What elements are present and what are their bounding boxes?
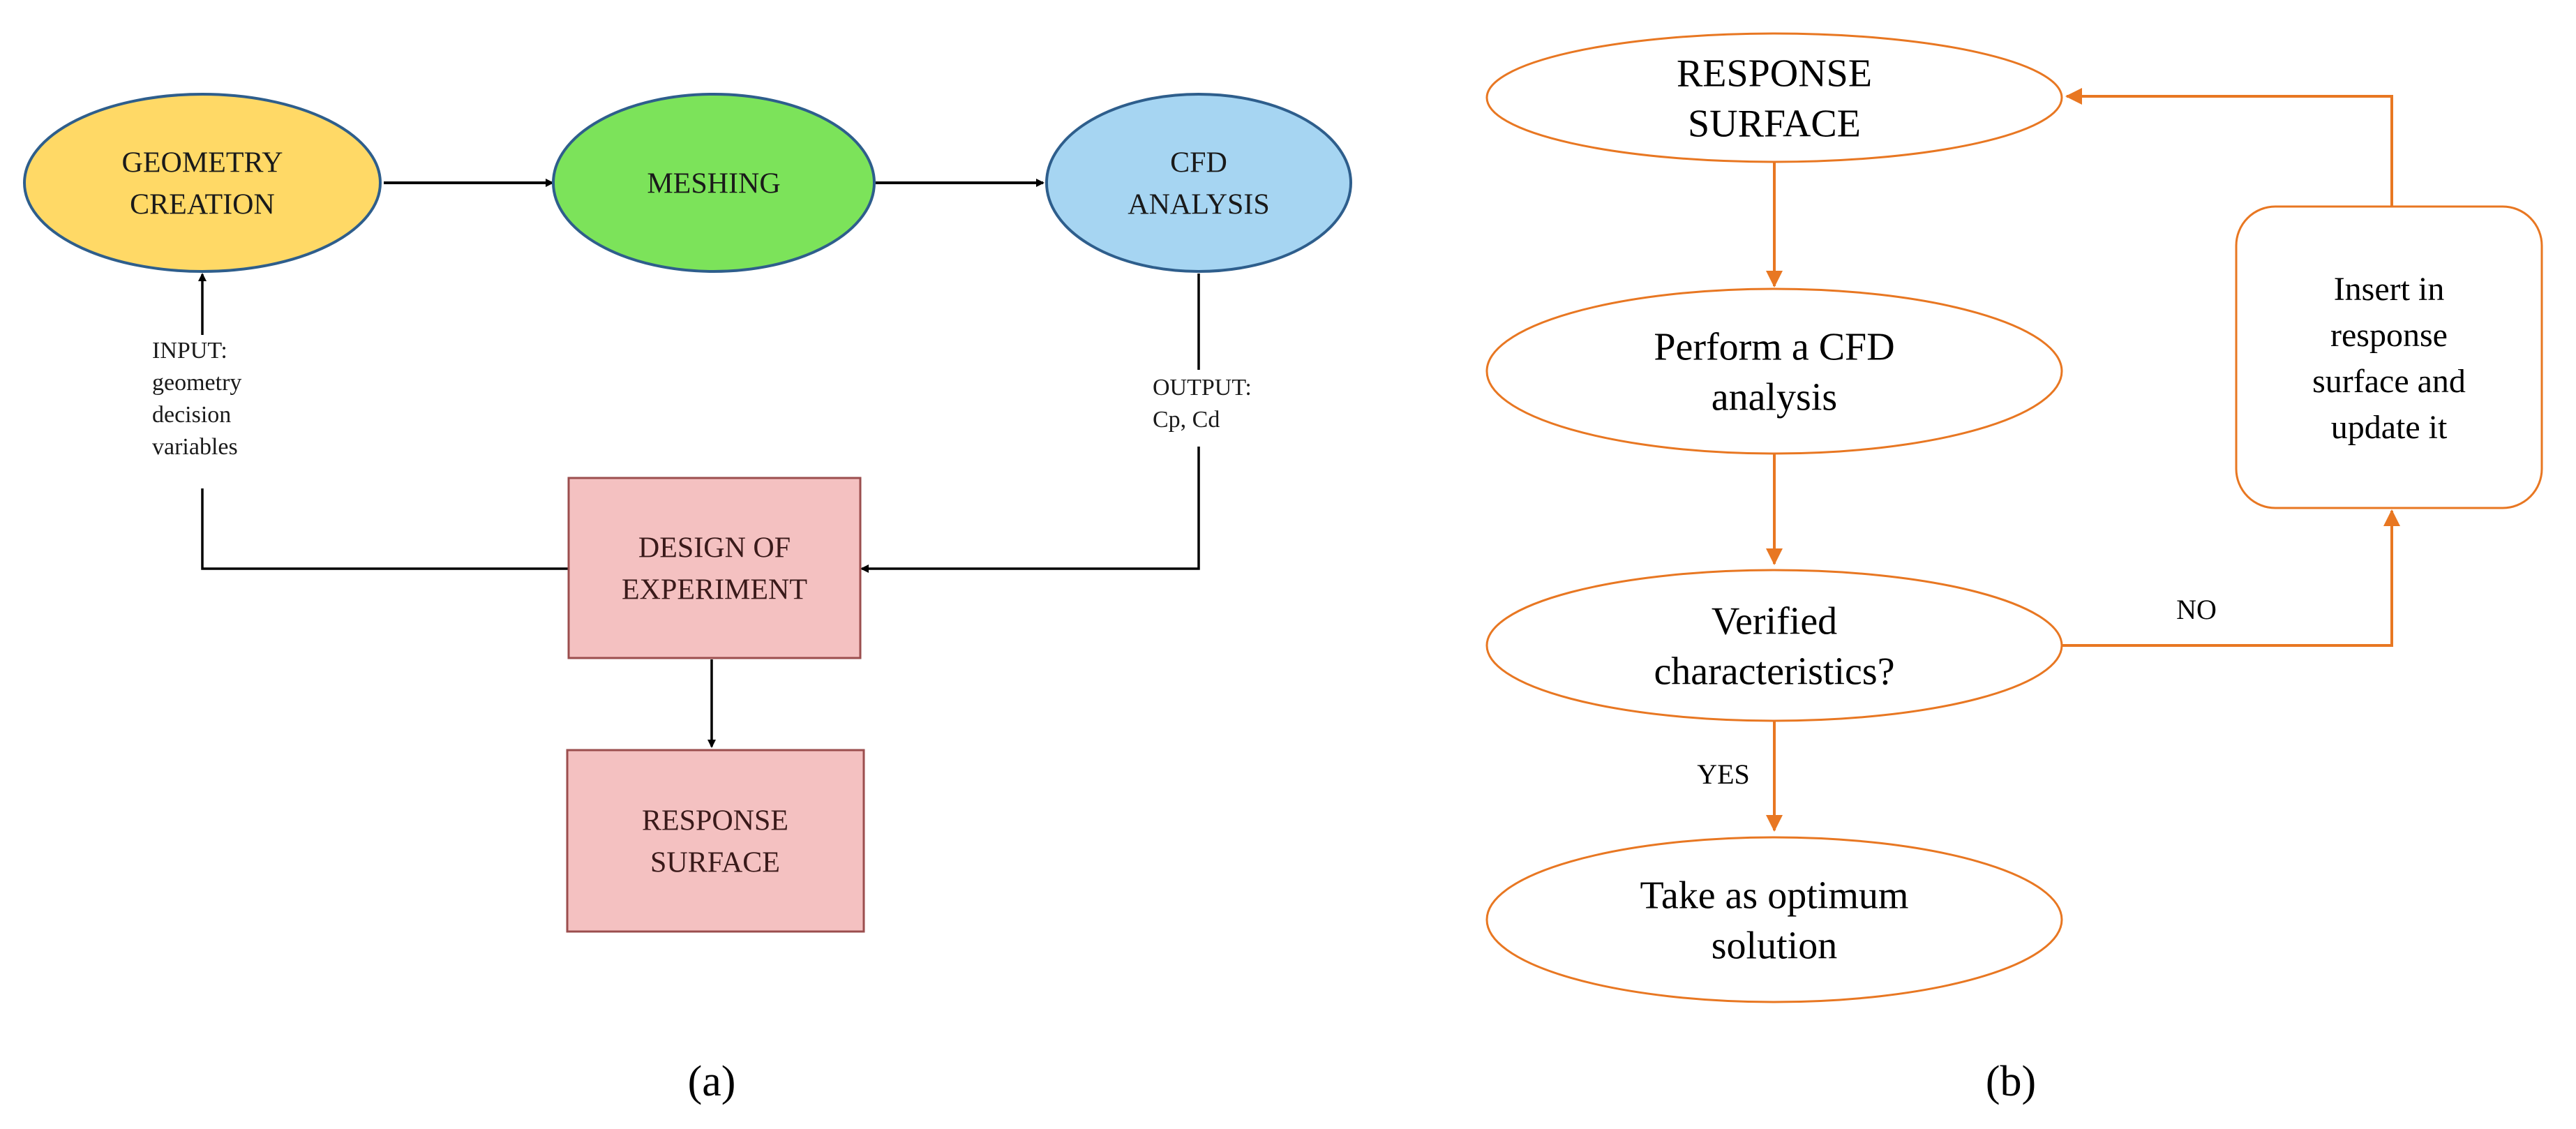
node-insert-update-label: Insert in response surface and update it	[2312, 271, 2466, 446]
text-line: surface and	[2312, 363, 2466, 400]
node-design-of-experiment	[567, 477, 862, 659]
text-line: DESIGN OF	[638, 532, 791, 564]
text-line: EXPERIMENT	[622, 574, 807, 606]
text-line: RESPONSE	[642, 805, 788, 837]
input-label: INPUT: geometry decision variables	[152, 338, 241, 460]
output-label: OUTPUT: Cp, Cd	[1153, 375, 1252, 433]
text-line: solution	[1712, 925, 1837, 968]
node-verified-characteristics	[1485, 569, 2063, 722]
caption-a: (a)	[688, 1058, 736, 1105]
node-meshing-label: MESHING	[647, 168, 780, 200]
text-line: CFD	[1170, 147, 1227, 179]
text-line: SURFACE	[1688, 103, 1861, 146]
text-line: ANALYSIS	[1128, 189, 1269, 221]
node-cfd-analysis	[1045, 93, 1352, 273]
text-line: OUTPUT:	[1153, 375, 1252, 401]
text-line: Take as optimum	[1640, 874, 1909, 918]
arrow-verified-to-insert	[2061, 509, 2400, 647]
node-take-optimum-label: Take as optimum solution	[1640, 874, 1909, 968]
output-label-bg	[1144, 370, 1298, 447]
node-response-surface-a-label: RESPONSE SURFACE	[642, 805, 788, 879]
node-response-surface-a	[566, 749, 865, 933]
node-perform-cfd-label: Perform a CFD analysis	[1654, 326, 1894, 419]
node-geometry-creation-label: GEOMETRY CREATION	[122, 147, 283, 221]
text-line: SURFACE	[650, 847, 780, 879]
node-response-surface-b-label: RESPONSE SURFACE	[1677, 52, 1872, 146]
node-insert-update	[2235, 205, 2543, 509]
text-line: CREATION	[130, 189, 275, 221]
arrow-insert-to-rs	[2065, 88, 2393, 207]
node-verified-characteristics-label: Verified characteristics?	[1654, 600, 1894, 694]
text-line: geometry	[152, 370, 241, 396]
text-line: Cp, Cd	[1153, 407, 1220, 433]
yes-label: YES	[1697, 758, 1750, 790]
text-line: RESPONSE	[1677, 52, 1872, 96]
text-line: decision	[152, 402, 231, 428]
caption-b: (b)	[1986, 1058, 2036, 1105]
node-design-of-experiment-label: DESIGN OF EXPERIMENT	[622, 532, 807, 606]
node-take-optimum	[1485, 836, 2063, 1003]
text-line: Verified	[1712, 600, 1837, 643]
text-line: characteristics?	[1654, 650, 1894, 694]
input-label-bg	[143, 335, 283, 488]
text-line: Insert in	[2334, 271, 2445, 308]
text-line: analysis	[1712, 376, 1837, 419]
diagram-b: RESPONSE SURFACE Perform a CFD analysis Ve…	[1485, 32, 2543, 1105]
diagram-a: GEOMETRY CREATION MESHING CFD ANALYSIS DES…	[23, 93, 1352, 1105]
text-line: update it	[2331, 409, 2448, 446]
text-line: MESHING	[647, 168, 780, 200]
no-label: NO	[2176, 594, 2217, 625]
text-line: INPUT:	[152, 338, 227, 364]
node-geometry-creation	[23, 93, 382, 273]
text-line: Perform a CFD	[1654, 326, 1894, 369]
node-meshing	[552, 93, 876, 273]
node-cfd-analysis-label: CFD ANALYSIS	[1128, 147, 1269, 221]
node-perform-cfd	[1485, 287, 2063, 455]
text-line: response	[2330, 317, 2448, 354]
text-line: variables	[152, 434, 238, 460]
node-response-surface-b	[1485, 32, 2063, 163]
text-line: GEOMETRY	[122, 147, 283, 179]
